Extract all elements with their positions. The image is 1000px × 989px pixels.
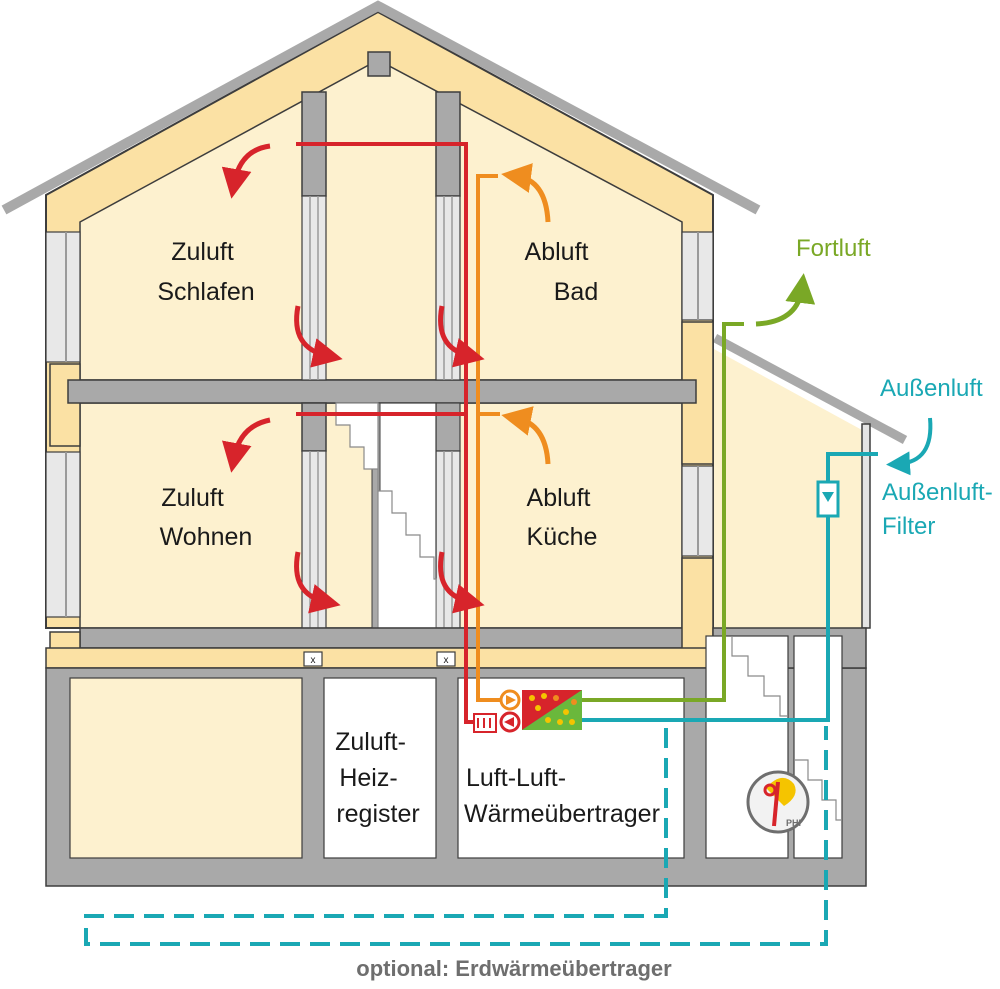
heat-exchanger-core [522, 690, 582, 730]
extract-ducts [476, 174, 500, 702]
arrow-bedroom-out [294, 305, 343, 368]
basement-room-3 [457, 677, 685, 859]
basement-labels: Zuluft- Heiz- register Luft-Luft- Wärmeü… [335, 728, 660, 828]
slab-insulation [45, 647, 714, 669]
outdoor-air-filter [816, 480, 840, 518]
left-wall-upper [45, 231, 81, 363]
arrow-bath-out [438, 305, 485, 368]
label-exhaust-air: Fortluft [796, 235, 871, 262]
duct-box-left [303, 651, 323, 667]
label-bathroom: Abluft Bad [525, 238, 599, 306]
extract-duct-main [476, 174, 500, 702]
arrow-living-out [294, 551, 341, 614]
arrow-kitchen-extract [501, 406, 551, 465]
extract-arrows [501, 163, 551, 465]
ground-wall-right-cap [435, 402, 461, 452]
annex-interior [712, 348, 862, 628]
label-heating-register: Zuluft- Heiz- register [335, 728, 420, 828]
left-insulation-block [49, 363, 81, 447]
attic-interior [79, 59, 683, 381]
fan-extract [499, 689, 521, 711]
basement-room-2 [323, 677, 437, 859]
supply-arrows [221, 143, 485, 614]
supply-ducts [296, 142, 476, 724]
duct-box-right [436, 651, 456, 667]
main-roof [1, 0, 761, 215]
label-bedroom: Zuluft Schlafen [157, 238, 254, 306]
heat-recovery-unit [473, 689, 582, 733]
upper-floor-slab [67, 379, 697, 404]
phi-logo-text: PHI [786, 818, 801, 828]
ground-heat-exchanger-loop [84, 726, 828, 946]
svg-text:x: x [444, 655, 449, 666]
label-outdoor-air: Außenluft [880, 375, 983, 402]
exhaust-duct [582, 322, 744, 702]
label-heat-exchanger: Luft-Luft- Wärmeübertrager [464, 764, 660, 828]
arrow-bath-extract [501, 163, 551, 223]
phi-logo: PHI [746, 770, 810, 834]
annex-roof [712, 334, 908, 444]
basement-room-1 [69, 677, 303, 859]
arrow-exhaust-out [755, 273, 816, 327]
label-kitchen: Abluft Küche [527, 484, 598, 551]
svg-text:x: x [311, 655, 316, 666]
heating-register-coil [473, 713, 497, 733]
label-outdoor-filter: Außenluft- Filter [882, 479, 999, 540]
outdoor-duct [582, 452, 878, 722]
annex [712, 334, 908, 629]
outside-labels: Fortluft Außenluft Außenluft- Filter opt… [356, 235, 999, 981]
supply-duct-upper [296, 142, 476, 724]
ground-wall-right [435, 450, 461, 629]
fan-supply [499, 711, 521, 733]
arrow-kitchen-out [438, 551, 485, 614]
house-structure: x x [1, 0, 761, 669]
ridge-vent [367, 51, 391, 77]
ground-wall-left-cap [301, 402, 327, 452]
left-wall-lower [45, 451, 81, 618]
basement-staircase [731, 636, 788, 717]
basement-room-5 [793, 635, 843, 859]
arrow-bedroom-in [221, 143, 271, 199]
arrow-living-in [222, 417, 271, 473]
basement [45, 627, 867, 887]
staircase [335, 402, 437, 629]
arrow-outdoor-in [886, 417, 933, 476]
label-ground-heat-exchanger: optional: Erdwärmeübertrager [356, 956, 672, 981]
room-labels: Zuluft Schlafen Abluft Bad Zuluft Wohnen… [157, 238, 598, 551]
ground-floor-slab [79, 627, 713, 649]
label-living: Zuluft Wohnen [160, 484, 253, 551]
